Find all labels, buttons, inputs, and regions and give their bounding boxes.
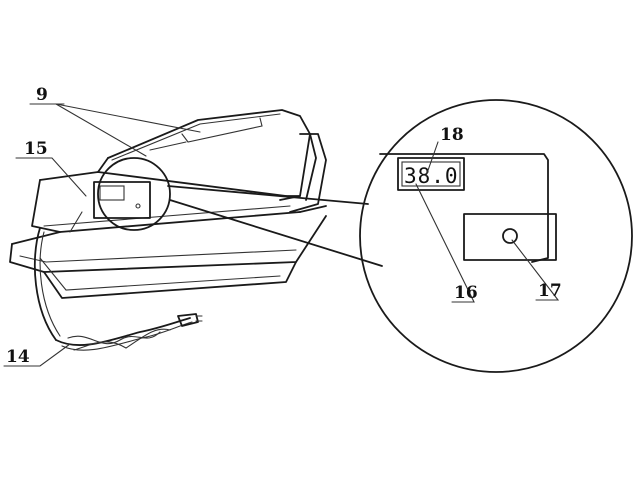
incubator-device (9, 109, 327, 299)
label-9: 9 (36, 85, 48, 105)
label-14: 14 (6, 347, 30, 367)
button-panel (463, 213, 557, 261)
digital-display (397, 157, 465, 191)
detail-magnifier: 38.0 (359, 99, 633, 373)
label-17: 17 (538, 281, 562, 301)
zoom-connector (167, 185, 383, 267)
callout-labels: 9 15 14 18 16 17 (6, 85, 562, 367)
label-16: 16 (454, 283, 478, 303)
leader-lines (3, 103, 560, 367)
label-18: 18 (440, 125, 464, 145)
power-cord (33, 227, 203, 351)
control-button (502, 228, 518, 244)
label-15: 15 (24, 139, 48, 159)
display-reading: 38.0 (404, 164, 459, 188)
